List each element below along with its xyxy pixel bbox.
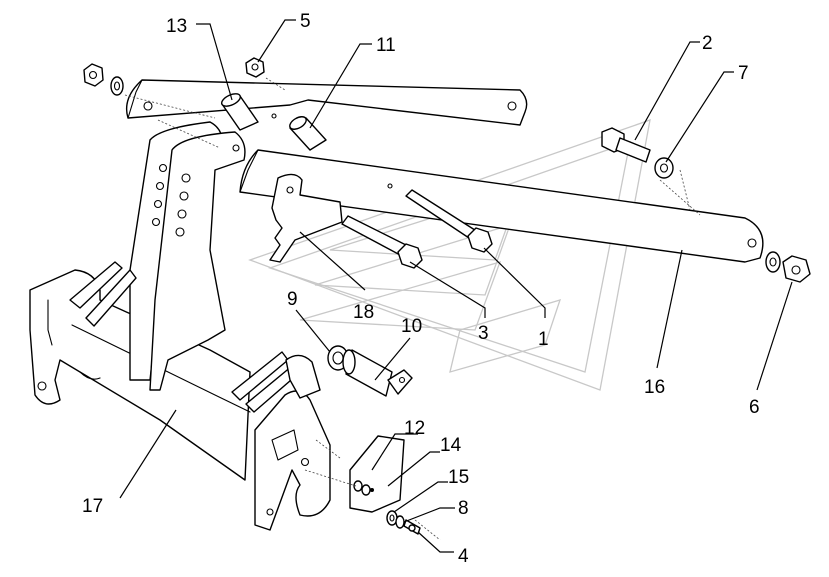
callout-15: 15 [448,467,469,488]
leader-11 [309,43,372,129]
leader-4 [417,531,454,553]
washer-7 [654,157,674,179]
leader-13 [196,23,233,101]
lower-link-bar-16 [239,149,764,263]
leader-16 [656,249,683,369]
callout-9: 9 [287,289,298,310]
callout-8: 8 [458,498,469,519]
upright-plates [129,121,246,391]
upper-link-bar [125,79,528,126]
leader-7 [665,71,734,163]
leader-5 [257,19,296,63]
callout-labels: 13 5 11 2 7 9 18 10 3 1 16 6 12 14 15 8 … [82,11,760,567]
callout-12: 12 [404,418,425,439]
right-washer-nut-6 [765,251,811,283]
spacer-tube-13 [220,93,259,131]
left-nut-washer [83,63,124,96]
pin-10 [342,349,413,397]
right-side-plate [254,354,331,531]
callout-17: 17 [82,496,103,517]
assembly-axes [124,77,701,541]
bolt-2 [601,127,651,163]
callout-2: 2 [702,33,713,54]
leader-15 [393,481,448,513]
leader-18 [299,231,366,291]
leader-1 [483,247,546,318]
bracket-18 [269,173,343,263]
leader-8 [403,507,455,523]
leader-lines [119,19,793,553]
leader-17 [119,409,177,499]
callout-14: 14 [440,435,462,456]
leader-2 [634,41,700,141]
callout-1: 1 [538,329,549,350]
callout-13: 13 [166,16,187,37]
leader-12 [371,433,418,471]
nut-5 [245,57,265,78]
leader-10 [374,337,411,381]
washer-8 [395,515,405,529]
callout-11: 11 [376,35,396,56]
bolt-1 [405,189,493,253]
callout-18: 18 [353,302,374,323]
callout-3: 3 [478,323,489,344]
right-tines [231,351,299,413]
leader-3 [409,261,486,318]
callout-4: 4 [458,546,469,567]
left-tines [69,261,137,327]
screw-4 [403,519,421,535]
callout-5: 5 [300,11,311,32]
callout-16: 16 [644,377,665,398]
bolt-3 [341,215,423,269]
cover-plate-14 [349,435,405,513]
leader-14 [387,451,440,487]
leader-9 [295,309,331,353]
spacer-tube-11 [289,116,327,151]
callout-10: 10 [401,316,422,337]
callout-7: 7 [738,63,749,84]
leader-6 [756,281,793,391]
callout-6: 6 [749,397,760,418]
